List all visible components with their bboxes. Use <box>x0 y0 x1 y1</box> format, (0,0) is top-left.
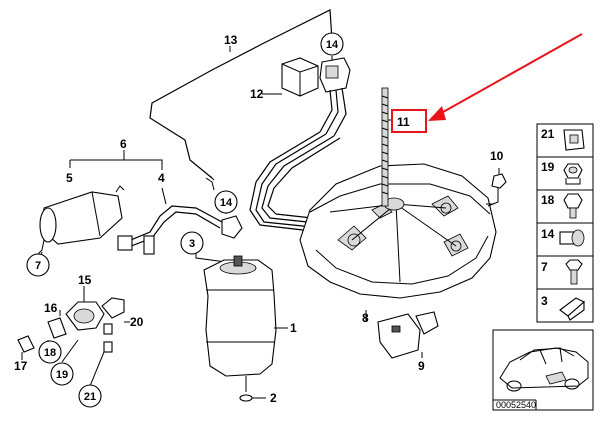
circled-label-18: 18 <box>38 340 62 364</box>
panel-item-18: 18 <box>541 193 583 219</box>
cable-bundle <box>249 131 341 233</box>
svg-text:18: 18 <box>541 193 555 207</box>
part-labels: 13 12 6 5 4 10 8 9 1 2 15 16 20 17 <box>14 33 504 405</box>
air-spring-1 <box>195 248 288 377</box>
connector-9 <box>377 311 439 359</box>
svg-text:18: 18 <box>44 347 56 359</box>
reservoir-8 <box>299 163 497 299</box>
highlight-callout: 11 <box>391 33 583 133</box>
svg-text:19: 19 <box>56 369 68 381</box>
label-12: 12 <box>250 87 264 101</box>
panel-item-7: 7 <box>541 259 583 285</box>
label-2: 2 <box>270 391 277 405</box>
panel-item-21: 21 <box>541 127 585 151</box>
hose-4 <box>117 187 223 255</box>
circled-label-3: 3 <box>180 231 204 255</box>
label-8: 8 <box>362 311 369 325</box>
label-13: 13 <box>224 33 238 47</box>
svg-text:7: 7 <box>541 260 548 274</box>
label-6: 6 <box>120 137 127 151</box>
bolt-icon <box>565 259 583 285</box>
air-line-13 <box>149 9 333 191</box>
svg-text:21: 21 <box>541 127 555 141</box>
panel-item-14: 14 <box>541 227 585 247</box>
car-thumbnail: 00052540 <box>492 329 594 411</box>
svg-text:21: 21 <box>84 391 96 403</box>
label-20: 20 <box>130 315 144 329</box>
label-11: 11 <box>397 115 410 129</box>
label-15: 15 <box>78 273 92 287</box>
arrow-head <box>428 106 446 121</box>
label-10: 10 <box>490 149 504 163</box>
label-9: 9 <box>418 359 425 373</box>
bracket-clip-icon <box>559 297 585 321</box>
hex-nut-icon <box>563 163 583 185</box>
label-17: 17 <box>14 359 28 373</box>
fitting-icon <box>559 229 585 247</box>
control-unit-12 <box>281 57 319 97</box>
svg-text:3: 3 <box>541 294 548 308</box>
svg-text:14: 14 <box>326 39 339 51</box>
highlight-box <box>391 109 427 133</box>
highlight-arrow <box>435 33 583 117</box>
panel-item-3: 3 <box>541 294 585 321</box>
bolt-2 <box>239 376 266 402</box>
nut-10 <box>487 168 507 207</box>
circled-label-14-top: 14 <box>320 32 344 56</box>
label-16: 16 <box>44 301 58 315</box>
svg-text:14: 14 <box>541 227 555 241</box>
svg-text:19: 19 <box>541 160 555 174</box>
label-1: 1 <box>290 321 297 335</box>
svg-text:3: 3 <box>189 238 195 250</box>
valve-block-14-top <box>319 57 351 137</box>
label-4: 4 <box>158 171 165 185</box>
clip-nut-icon <box>563 129 585 151</box>
circled-label-19: 19 <box>50 362 74 386</box>
sensor-group <box>17 286 130 387</box>
reference-number: 00052540 <box>496 400 536 410</box>
hex-bolt-icon <box>563 193 583 219</box>
side-panel: 21 19 18 14 <box>536 123 594 323</box>
accumulator-5 <box>37 150 163 255</box>
label-5: 5 <box>66 171 73 185</box>
svg-text:14: 14 <box>220 197 233 209</box>
threaded-rod-11 <box>381 87 389 207</box>
circled-label-7: 7 <box>26 253 50 277</box>
panel-item-19: 19 <box>541 160 583 185</box>
circled-label-21: 21 <box>78 384 102 408</box>
svg-text:7: 7 <box>35 260 41 272</box>
circled-label-14-mid: 14 <box>214 190 238 214</box>
